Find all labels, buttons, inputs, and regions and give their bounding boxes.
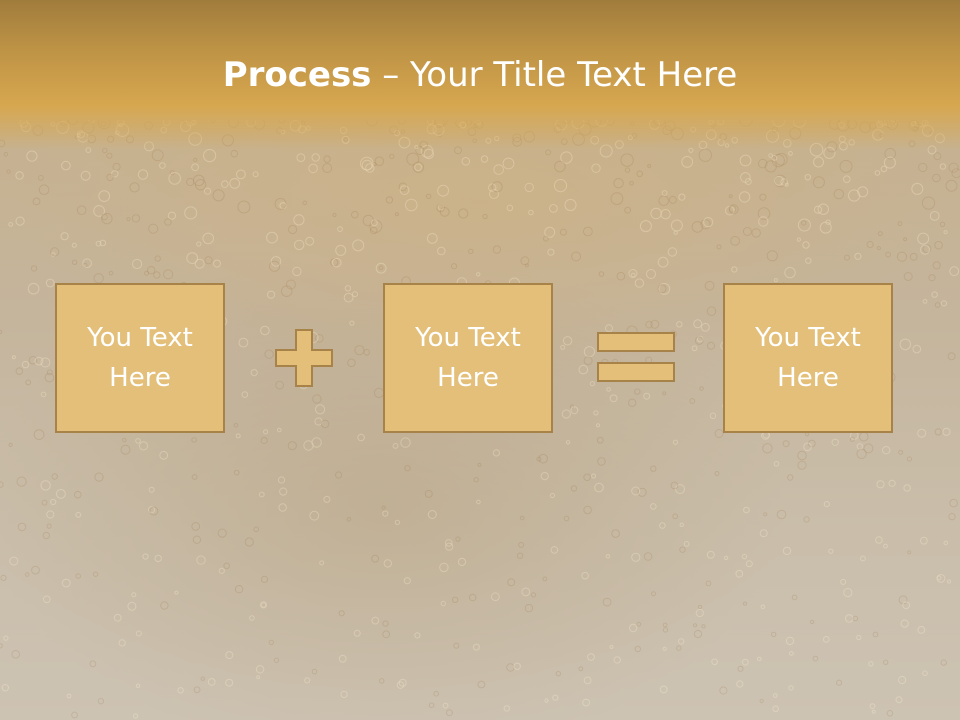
slide-title[interactable]: Process – Your Title Text Here — [0, 52, 960, 98]
process-box-2-text: You Text Here — [415, 323, 521, 393]
title-strong: Process — [222, 55, 372, 95]
title-band — [0, 0, 960, 150]
title-rest: – Your Title Text Here — [371, 55, 738, 95]
process-box-1-text: You Text Here — [87, 323, 193, 393]
process-box-1[interactable]: You Text Here — [55, 283, 225, 433]
process-box-2[interactable]: You Text Here — [383, 283, 553, 433]
equals-icon — [597, 332, 675, 382]
process-box-3[interactable]: You Text Here — [723, 283, 893, 433]
plus-icon — [275, 329, 333, 387]
process-box-3-text: You Text Here — [755, 323, 861, 393]
